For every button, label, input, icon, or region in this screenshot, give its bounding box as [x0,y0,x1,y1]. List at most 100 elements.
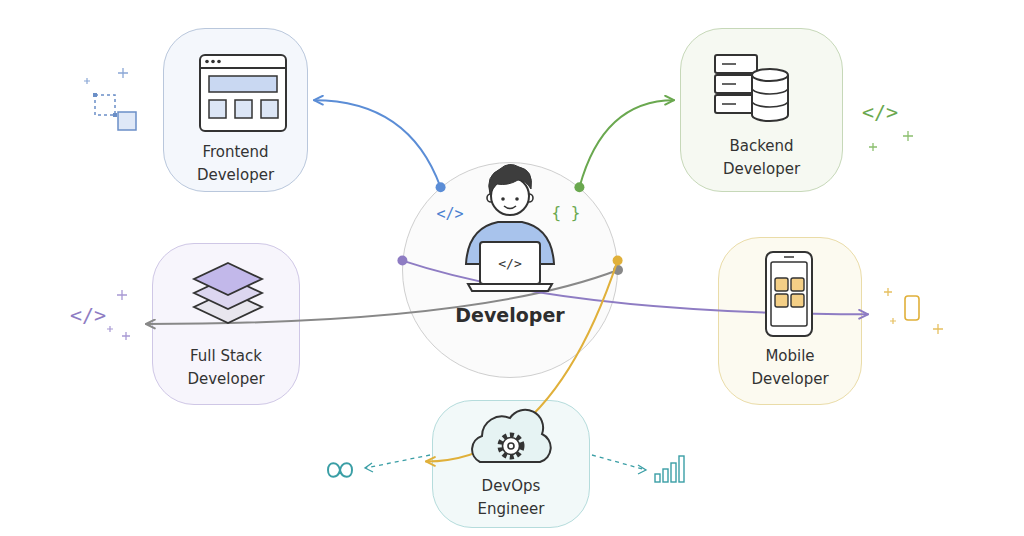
connector-arrow [574,100,674,192]
frontend-window-icon-part [217,60,221,64]
devops-decoration-part [638,465,646,474]
devops-decoration-part [663,469,668,482]
connector-dot [397,256,407,266]
developer-person-part [489,164,532,194]
mobile-phone-icon-part [766,252,812,336]
developer-person-part [491,177,529,215]
mobile-decoration-part [890,318,896,324]
backend-server-icon [715,55,788,121]
mobile-phone-icon [766,252,812,336]
developer-person-part [501,197,505,201]
frontend-window-icon [200,55,286,131]
role-box: Frontend Developer [163,28,308,192]
backend-server-icon-part [722,64,736,104]
frontend-decoration-part [118,68,128,78]
backend-server-icon-part [752,69,788,81]
devops-decoration-part [679,456,684,482]
mobile-phone-icon-part [775,294,788,307]
fullstack-decoration-part [107,326,113,332]
mobile-decoration [884,288,943,334]
role-box: DevOps Engineer [432,400,590,528]
node-label: Mobile Developer [738,345,842,391]
frontend-window-icon-part [209,100,226,118]
frontend-decoration-part [118,112,136,130]
connector-arrow [314,100,446,192]
fullstack-layers-icon-part [194,291,262,323]
fullstack-layers-icon [194,263,262,323]
connector-dot [574,182,584,192]
role-box: Mobile Developer [718,237,862,405]
developer-person-part [487,194,495,202]
mobile-decoration-part [884,288,892,296]
mobile-phone-icon-part [784,256,794,258]
frontend-window-icon-part [235,100,252,118]
frontend-window-icon-part [211,60,215,64]
connector-line [579,100,674,187]
node-label: Backend Developer [710,135,814,181]
devops-decoration-part [671,463,676,482]
backend-server-icon-part [752,75,788,121]
devops-decoration-part [655,474,660,482]
frontend-decoration-part [84,78,90,84]
mobile-phone-icon-part [791,294,804,307]
fullstack-decoration-part [117,290,127,300]
backend-server-icon-part [715,75,757,93]
frontend-window-icon-part [205,60,209,64]
developer-person-part [480,242,540,284]
fullstack-decoration-part [122,332,130,340]
mobile-phone-icon-part [791,278,804,291]
code-symbol: </> [70,303,106,327]
connector-line [314,100,441,187]
devops-decoration-part [592,455,646,470]
developer-person-part [468,284,552,291]
frontend-decoration-part [113,113,117,117]
fullstack-decoration [107,290,130,340]
role-box: Backend Developer [680,28,843,192]
frontend-window-icon-part [261,100,278,118]
connector-dot [436,182,446,192]
developer-person-part [504,206,516,209]
code-symbol: { } [552,203,581,222]
connector-arrow [426,256,623,462]
frontend-decoration-part [93,93,97,97]
node-label: Full Stack Developer [174,345,278,391]
node-label: Frontend Developer [184,141,288,187]
mobile-decoration-part [933,324,943,334]
connector-line [426,261,618,462]
connector-arrow [397,256,868,315]
code-symbol: </> [862,100,898,124]
connector-line [146,270,618,324]
mobile-phone-icon-part [775,278,788,291]
developer-person-part [515,197,519,201]
mobile-decoration-part [905,296,919,320]
backend-decoration-part [903,131,913,141]
code-symbol: </> [436,205,463,223]
mobile-phone-icon-part [771,262,807,326]
frontend-decoration [84,68,136,130]
developer-person-part [525,194,533,202]
backend-server-icon-part [715,95,757,113]
devops-cloud-icon-part [503,438,520,455]
devops-cloud-icon-part [500,435,522,457]
fullstack-layers-icon-part [194,263,262,295]
devops-decoration [328,455,684,482]
code-symbol: </> [498,256,521,271]
node-label: DevOps Engineer [459,475,563,521]
devops-decoration-part [366,455,430,468]
developer-person [466,164,554,291]
backend-decoration [869,131,913,151]
connector-dot [613,256,623,266]
frontend-decoration-part [95,95,115,115]
devops-decoration-part [365,463,373,472]
devops-cloud-icon-part [472,410,551,462]
frontend-window-icon-part [200,67,286,69]
fullstack-layers-icon-part [194,277,262,309]
frontend-window-icon-part [209,76,277,92]
devops-cloud-icon [472,410,551,462]
devops-cloud-icon-part [508,443,514,449]
devops-decoration-part [328,463,352,477]
backend-server-icon-part [715,55,757,73]
backend-server-icon-part [752,88,788,107]
backend-decoration-part [869,143,877,151]
